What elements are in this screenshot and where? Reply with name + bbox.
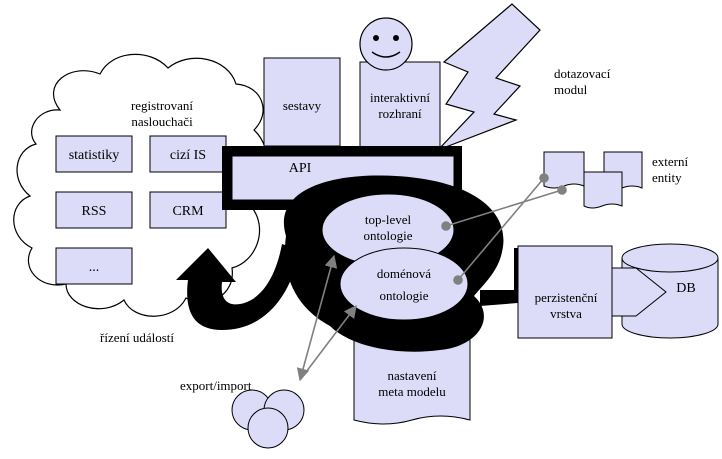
domain-ontology: doménová ontologie — [339, 247, 469, 321]
query-module-line2: modul — [554, 82, 588, 97]
db-cylinder: DB — [611, 243, 719, 339]
cloud-footer: řízení událostí — [100, 330, 174, 345]
export-label: export/import — [180, 378, 252, 393]
meta-line2: meta modelu — [378, 384, 446, 399]
top-level-ontology: top-level ontologie — [321, 193, 455, 267]
box-rss-label: RSS — [82, 204, 107, 219]
connector-arrows — [296, 173, 567, 382]
smiley-face-icon — [359, 17, 413, 71]
db-label: DB — [676, 281, 695, 296]
persistence-line2: vrstva — [550, 306, 582, 321]
export-import-circles — [231, 389, 305, 449]
cloud-title-line1: registrovaní — [131, 98, 193, 113]
top-level-line2: ontologie — [363, 228, 412, 243]
interactive-document: interaktivní rozhraní — [359, 61, 441, 153]
box-cizi-is: cizí IS — [149, 135, 227, 173]
box-more: ... — [55, 247, 133, 285]
sestavy-label: sestavy — [283, 98, 322, 113]
external-entities-stack — [543, 151, 643, 209]
lightning-bolt-icon — [437, 3, 541, 151]
domain-line2: ontologie — [379, 288, 428, 303]
external-line2: entity — [652, 170, 682, 185]
box-cizi-is-label: cizí IS — [170, 148, 206, 163]
external-line1: externí — [652, 154, 688, 169]
box-more-label: ... — [89, 260, 100, 275]
box-statistiky: statistiky — [55, 135, 133, 173]
persistence-line1: perzistenční — [535, 290, 598, 305]
box-statistiky-label: statistiky — [69, 148, 120, 163]
top-level-line1: top-level — [365, 212, 412, 227]
api-label: API — [289, 161, 312, 176]
box-crm-label: CRM — [172, 204, 204, 219]
sestavy-document: sestavy — [263, 57, 341, 147]
query-module-line1: dotazovací — [554, 66, 611, 81]
interactive-line1: interaktivní — [370, 90, 430, 105]
cloud-title-line2: naslouchači — [131, 114, 193, 129]
domain-line1: doménová — [377, 266, 431, 281]
interactive-line2: rozhraní — [378, 106, 422, 121]
meta-line1: nastavení — [387, 368, 436, 383]
box-rss: RSS — [55, 191, 133, 229]
box-crm: CRM — [149, 191, 227, 229]
